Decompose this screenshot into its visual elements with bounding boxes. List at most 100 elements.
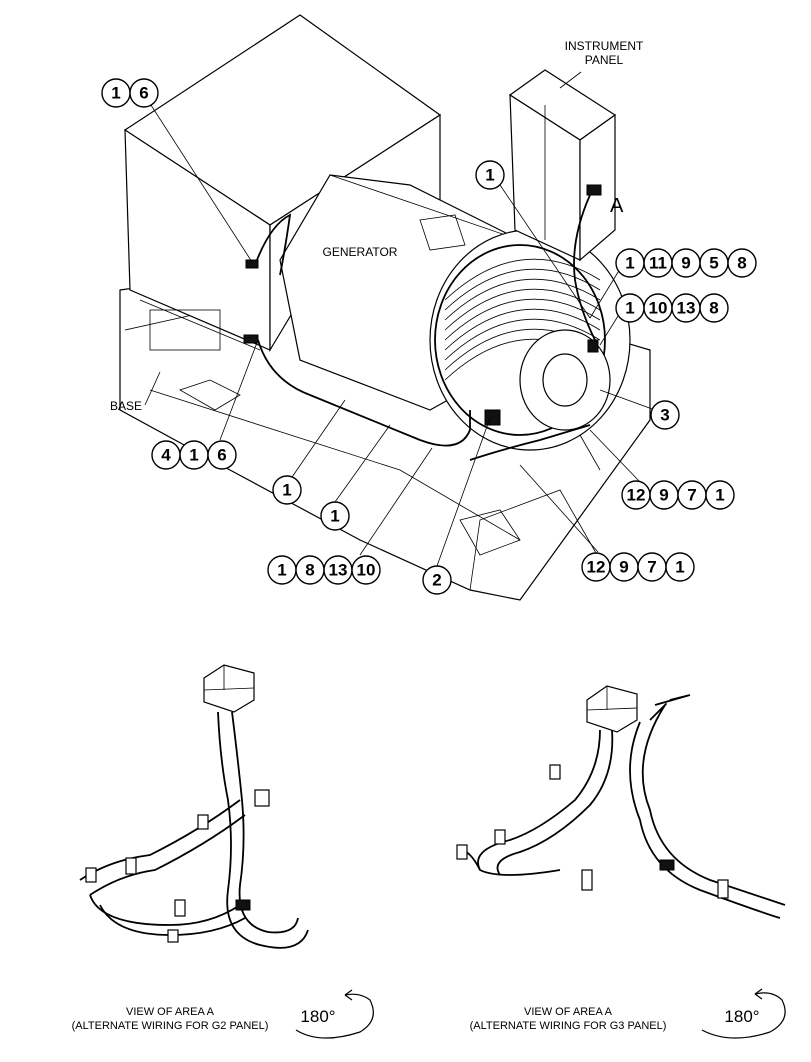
g3-caption-line2: (ALTERNATE WIRING FOR G3 PANEL) (470, 1020, 667, 1032)
callout-item: 13 (329, 561, 348, 580)
callout-item: 1 (675, 558, 684, 577)
callout-item: 8 (709, 299, 718, 318)
harness-top (254, 213, 292, 276)
callout-item: 9 (659, 486, 668, 505)
base-lower-rail (149, 389, 521, 541)
g3-clip-5 (717, 879, 729, 899)
housing-top-edge (329, 174, 521, 241)
callout-item: 1 (485, 166, 494, 185)
g2-rotation-text: 180° (300, 1007, 335, 1026)
callout-item: 1 (625, 299, 634, 318)
clip-1 (245, 259, 259, 269)
callout-item: 1 (625, 254, 634, 273)
callout-12-9-7-1-b: 12 9 7 1 (581, 552, 695, 582)
clip-3 (587, 339, 599, 353)
callout-item: 1 (189, 446, 198, 465)
g3-cable-end (654, 694, 691, 706)
callout-item: 12 (587, 558, 606, 577)
base-mount-right (459, 509, 521, 556)
callout-item: 6 (139, 84, 148, 103)
g3-cable-main (477, 729, 601, 876)
callout-item: 10 (649, 299, 668, 318)
callout-item: 7 (687, 486, 696, 505)
stator-ring (434, 244, 606, 436)
harness-panel (573, 194, 596, 341)
area-a-label: A (610, 195, 624, 217)
g2-clip-4 (174, 899, 186, 917)
g3-clip-2 (456, 844, 468, 860)
callout-1-lower: 1 (320, 501, 350, 531)
callout-2: 2 (422, 565, 452, 595)
rotate-arrow-icon (295, 993, 374, 1039)
base-label: BASE (110, 399, 142, 413)
cooling-fins (444, 258, 601, 381)
g3-fitting (659, 859, 675, 871)
callout-item: 7 (647, 558, 656, 577)
connector-2 (484, 409, 501, 426)
callout-item: 8 (737, 254, 746, 273)
callout-item: 1 (111, 84, 120, 103)
callout-item: 5 (709, 254, 718, 273)
g2-clip-2 (125, 857, 137, 875)
g2-caption-line1: VIEW OF AREA A (126, 1006, 215, 1018)
g2-cable-branch (79, 799, 241, 881)
generator-assembly (119, 14, 651, 601)
detail-view-g3 (456, 685, 786, 919)
shaft-bore (542, 353, 588, 407)
g3-rotation-arrow: 180° (701, 988, 786, 1039)
callout-item: 3 (660, 406, 669, 425)
base-mount (179, 379, 241, 411)
g2-clip-1 (85, 867, 97, 883)
callout-item: 13 (677, 299, 696, 318)
callout-item: 1 (330, 507, 339, 526)
lifting-eye (419, 214, 466, 251)
g2-clip-3 (197, 814, 209, 830)
harness-base (257, 339, 471, 447)
callout-item: 10 (357, 561, 376, 580)
callout-3: 3 (650, 400, 680, 430)
callout-item: 9 (681, 254, 690, 273)
callout-item: 1 (277, 561, 286, 580)
callout-1-8-13-10: 1 8 13 10 (267, 555, 381, 585)
g2-clip-5 (167, 929, 179, 943)
callout-1-11-9-5-8: 1 11 9 5 8 (615, 248, 757, 278)
callout-item: 1 (282, 481, 291, 500)
callout-item: 8 (305, 561, 314, 580)
clip-2 (243, 334, 259, 344)
g3-rotation-text: 180° (724, 1007, 759, 1026)
g2-fitting (235, 899, 251, 911)
g2-rotation-arrow: 180° (295, 989, 374, 1039)
callout-item: 6 (217, 446, 226, 465)
g3-cable-branch-inner (629, 721, 781, 919)
box-plate (149, 309, 221, 351)
base-foot (469, 489, 601, 591)
callout-item: 1 (715, 486, 724, 505)
g2-cable-main (217, 711, 309, 949)
g3-cable-branch (641, 703, 786, 906)
g2-cable-loop (89, 894, 241, 926)
rotate-arrow-icon (701, 992, 786, 1039)
g3-clip-4 (581, 869, 593, 891)
g2-cable-branch-inner (89, 814, 246, 896)
callout-1-6-top: 1 6 (101, 78, 159, 108)
callout-1-mid: 1 (272, 475, 302, 505)
callout-12-9-7-1-a: 12 9 7 1 (621, 480, 735, 510)
box-edge (139, 299, 261, 351)
connector-a (586, 184, 602, 196)
callout-item: 2 (432, 571, 441, 590)
callout-1-10-13-8: 1 10 13 8 (615, 293, 729, 323)
g3-clip-1 (549, 764, 561, 780)
instrument-label-line2: PANEL (585, 53, 624, 67)
flywheel-adapter (519, 329, 611, 431)
g2-caption-line2: (ALTERNATE WIRING FOR G2 PANEL) (72, 1020, 269, 1032)
g3-clip-3 (494, 829, 506, 845)
callout-item: 4 (161, 446, 171, 465)
g2-cable-main-inner (231, 711, 299, 934)
generator-label: GENERATOR (323, 245, 398, 259)
g2-sensor (254, 789, 270, 807)
callout-item: 9 (619, 558, 628, 577)
leader-lines (139, 71, 656, 567)
harness-rear (469, 424, 591, 461)
g3-cable-main-inner (496, 729, 614, 876)
